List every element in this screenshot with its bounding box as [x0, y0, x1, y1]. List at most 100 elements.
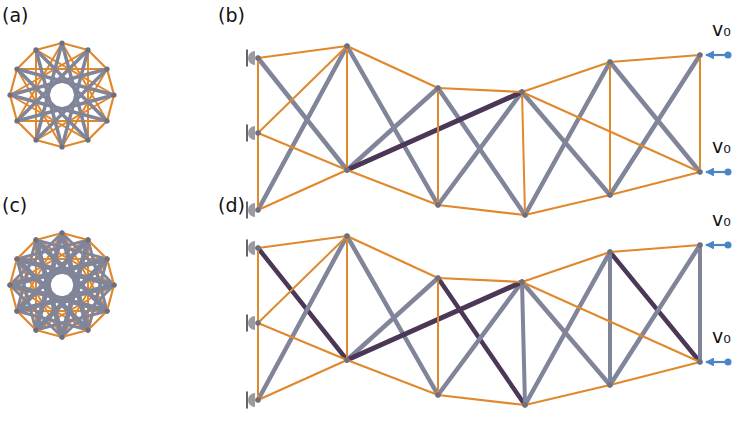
- string-member: [107, 285, 114, 311]
- support-symbol: [248, 126, 255, 140]
- joint-dot: [33, 137, 38, 142]
- vertical-member: [346, 46, 348, 170]
- bar-member: [17, 240, 88, 259]
- bar-member: [258, 46, 347, 210]
- string-member: [525, 385, 610, 405]
- joint-dot: [344, 233, 350, 239]
- string-member: [36, 233, 62, 240]
- string-member: [107, 69, 114, 95]
- string-member: [62, 330, 88, 337]
- string-member: [610, 362, 700, 385]
- joint-dot: [607, 192, 613, 198]
- bar-member: [347, 278, 438, 360]
- string-member: [36, 140, 62, 147]
- string-member: [438, 395, 525, 405]
- string-member: [522, 92, 700, 172]
- bar-member: [525, 252, 610, 405]
- arrow-dot: [725, 169, 732, 176]
- joint-dot: [697, 169, 703, 175]
- wall-line: [246, 392, 248, 408]
- string-member: [88, 240, 107, 259]
- string-member: [88, 50, 107, 69]
- wall-line: [246, 50, 248, 66]
- truss: [247, 233, 732, 408]
- string-member: [62, 43, 88, 50]
- joint-dot: [435, 275, 441, 281]
- string-member: [17, 68, 107, 70]
- bar-member: [62, 285, 114, 337]
- bar-member: [347, 92, 522, 170]
- bar-member: [525, 62, 610, 215]
- string-member: [36, 330, 62, 337]
- string-member: [258, 170, 347, 210]
- joint-dot: [59, 144, 64, 149]
- string-member: [522, 252, 610, 282]
- support-symbol: [248, 203, 255, 217]
- joint-dot: [697, 242, 703, 248]
- bar-member: [10, 285, 62, 337]
- joint-dot: [33, 47, 38, 52]
- string-member: [610, 55, 700, 62]
- joint-dot: [14, 66, 19, 71]
- string-member: [36, 43, 62, 50]
- string-member: [258, 46, 347, 58]
- joint-dot: [344, 357, 350, 363]
- joint-dot: [59, 334, 64, 339]
- string-member: [107, 95, 114, 121]
- wall-line: [246, 202, 248, 218]
- joint-dot: [33, 237, 38, 242]
- vertical-member: [698, 245, 702, 362]
- string-member: [438, 205, 525, 215]
- bar-member: [36, 240, 107, 259]
- cross-section: [7, 230, 116, 339]
- string-member: [10, 69, 17, 95]
- joint-dot: [607, 382, 613, 388]
- joint-dot: [7, 92, 12, 97]
- support-symbol: [248, 241, 255, 255]
- vertical-member: [609, 62, 611, 195]
- joint-dot: [104, 66, 109, 71]
- joint-dot: [255, 130, 261, 136]
- vertical-member: [346, 236, 348, 360]
- string-member: [35, 50, 37, 140]
- bar-member: [347, 282, 522, 360]
- joint-dot: [435, 85, 441, 91]
- bar-member: [610, 245, 700, 385]
- joint-dot: [104, 118, 109, 123]
- joint-dot: [59, 230, 64, 235]
- arrow-dot: [725, 359, 732, 366]
- vertical-member: [608, 252, 612, 385]
- joint-dot: [607, 249, 613, 255]
- support-symbol: [248, 51, 255, 65]
- support-symbol: [248, 393, 255, 407]
- panel-label: (a): [2, 6, 28, 25]
- string-member: [522, 62, 610, 92]
- support-symbol: [248, 316, 255, 330]
- string-member: [522, 282, 700, 362]
- string-member: [525, 195, 610, 215]
- joint-dot: [344, 167, 350, 173]
- joint-dot: [85, 327, 90, 332]
- bar-member: [36, 50, 107, 121]
- string-member: [10, 95, 17, 121]
- bar-member: [347, 88, 438, 170]
- joint-dot: [104, 256, 109, 261]
- joint-dot: [104, 308, 109, 313]
- string-member: [17, 311, 36, 330]
- velocity-label: v₀: [712, 327, 731, 346]
- joint-dot: [255, 397, 261, 403]
- wall-line: [246, 125, 248, 141]
- string-member: [258, 323, 347, 360]
- joint-dot: [255, 207, 261, 213]
- panel-label: (c): [2, 196, 27, 215]
- vertical-member: [699, 55, 701, 172]
- string-member: [258, 360, 347, 400]
- string-member: [258, 236, 347, 248]
- string-member: [88, 121, 107, 140]
- joint-dot: [435, 202, 441, 208]
- bar-member: [258, 236, 347, 400]
- wall-line: [246, 315, 248, 331]
- vertical-member: [522, 282, 525, 405]
- string-member: [17, 50, 36, 69]
